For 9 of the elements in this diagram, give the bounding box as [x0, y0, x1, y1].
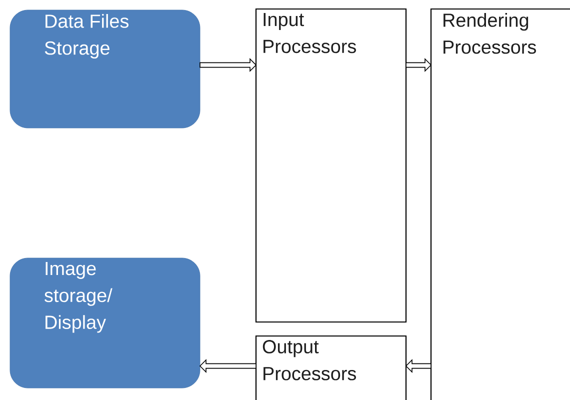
- processor-box: Rendering Processors: [430, 8, 570, 400]
- processor-box: Output Processors: [255, 335, 407, 400]
- storage-box: Data Files Storage: [10, 10, 200, 128]
- arrow: [200, 58, 257, 72]
- processor-box: Input Processors: [255, 8, 407, 323]
- arrow: [199, 359, 256, 373]
- storage-box: Image storage/ Display: [10, 258, 200, 388]
- arrow: [406, 58, 432, 72]
- arrow: [405, 359, 432, 373]
